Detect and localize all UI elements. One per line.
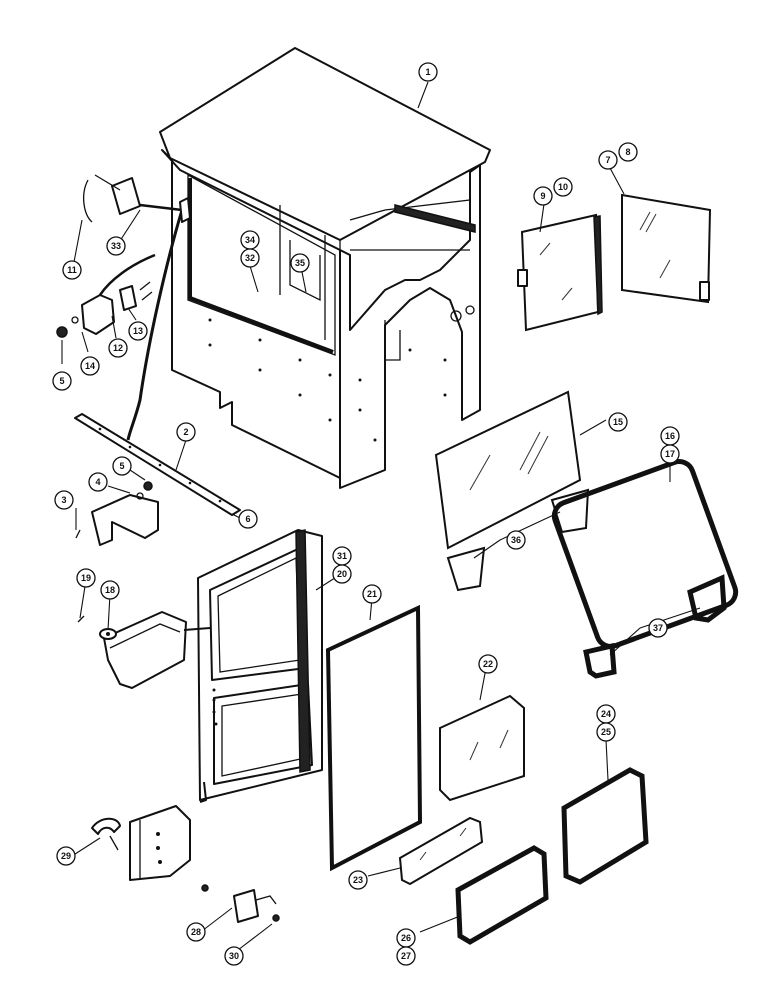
svg-text:5: 5 <box>59 376 64 386</box>
latch-hardware <box>56 253 156 338</box>
callout-4: 4 <box>88 472 108 492</box>
svg-text:26: 26 <box>401 933 411 943</box>
svg-text:6: 6 <box>245 514 250 524</box>
svg-text:18: 18 <box>105 585 115 595</box>
svg-text:22: 22 <box>483 659 493 669</box>
windshield-seal <box>551 459 739 679</box>
svg-text:20: 20 <box>337 569 347 579</box>
door-handle-assembly <box>77 611 211 689</box>
svg-text:32: 32 <box>245 253 255 263</box>
callout-21: 21 <box>362 584 382 604</box>
callout-36: 36 <box>506 530 526 550</box>
svg-text:25: 25 <box>601 727 611 737</box>
svg-text:5: 5 <box>119 461 124 471</box>
cab-shell <box>126 47 491 489</box>
callout-1: 1 <box>418 62 438 82</box>
callout-12: 12 <box>108 338 128 358</box>
weather-strip <box>74 413 241 546</box>
svg-text:9: 9 <box>540 191 545 201</box>
svg-text:24: 24 <box>601 709 611 719</box>
svg-text:3: 3 <box>61 495 66 505</box>
callout-26-27: 26 27 <box>396 928 416 966</box>
svg-text:13: 13 <box>133 326 143 336</box>
svg-text:10: 10 <box>558 182 568 192</box>
svg-text:2: 2 <box>183 427 188 437</box>
callout-18: 18 <box>100 580 120 600</box>
callout-5-lower: 5 <box>112 456 132 476</box>
svg-text:23: 23 <box>353 875 363 885</box>
callout-22: 22 <box>478 654 498 674</box>
svg-text:29: 29 <box>61 851 71 861</box>
svg-text:36: 36 <box>511 535 521 545</box>
svg-text:16: 16 <box>665 431 675 441</box>
svg-text:8: 8 <box>625 147 630 157</box>
side-window-rear <box>621 193 712 304</box>
callout-5-upper: 5 <box>52 371 72 391</box>
svg-text:12: 12 <box>113 343 123 353</box>
callout-11: 11 <box>62 260 82 280</box>
svg-text:30: 30 <box>229 951 239 961</box>
callout-19: 19 <box>76 568 96 588</box>
callout-35: 35 <box>290 253 310 273</box>
cab-door <box>197 529 323 803</box>
svg-text:14: 14 <box>85 361 95 371</box>
door-seal <box>325 604 423 872</box>
callout-37: 37 <box>648 618 668 638</box>
callout-30: 30 <box>224 946 244 966</box>
callout-29: 29 <box>56 846 76 866</box>
upper-glass-seal <box>561 767 649 885</box>
connector-assembly <box>82 174 191 223</box>
door-upper-glass <box>439 694 525 802</box>
callout-13: 13 <box>128 321 148 341</box>
lower-glass-seal <box>455 845 549 945</box>
svg-text:27: 27 <box>401 951 411 961</box>
callout-23: 23 <box>348 870 368 890</box>
svg-text:4: 4 <box>95 477 100 487</box>
leader-lines <box>61 81 701 951</box>
callout-6: 6 <box>238 509 258 529</box>
svg-text:1: 1 <box>425 67 430 77</box>
svg-text:21: 21 <box>367 589 377 599</box>
callout-15: 15 <box>608 412 628 432</box>
callout-31-20: 31 20 <box>332 546 352 584</box>
windshield-glass <box>434 390 590 592</box>
svg-text:35: 35 <box>295 258 305 268</box>
callout-16-17: 16 17 <box>660 426 680 464</box>
svg-text:37: 37 <box>653 623 663 633</box>
callout-34-32: 34 32 <box>240 230 260 268</box>
callout-24-25: 24 25 <box>596 704 616 742</box>
svg-text:31: 31 <box>337 551 347 561</box>
svg-text:11: 11 <box>67 265 77 275</box>
callout-28: 28 <box>186 922 206 942</box>
callout-9-10: 9 10 <box>533 177 573 206</box>
svg-text:28: 28 <box>191 927 201 937</box>
side-window-front <box>517 213 603 332</box>
door-lower-glass <box>398 816 484 886</box>
svg-text:19: 19 <box>81 573 91 583</box>
callout-7-8: 7 8 <box>598 142 638 170</box>
svg-text:33: 33 <box>111 241 121 251</box>
svg-text:7: 7 <box>605 155 610 165</box>
svg-text:15: 15 <box>613 417 623 427</box>
callout-14: 14 <box>80 356 100 376</box>
callout-3: 3 <box>54 490 74 510</box>
svg-text:34: 34 <box>245 235 255 245</box>
svg-text:17: 17 <box>665 449 675 459</box>
inside-latch <box>91 805 280 923</box>
callout-2: 2 <box>176 422 196 442</box>
callout-33: 33 <box>106 236 126 256</box>
